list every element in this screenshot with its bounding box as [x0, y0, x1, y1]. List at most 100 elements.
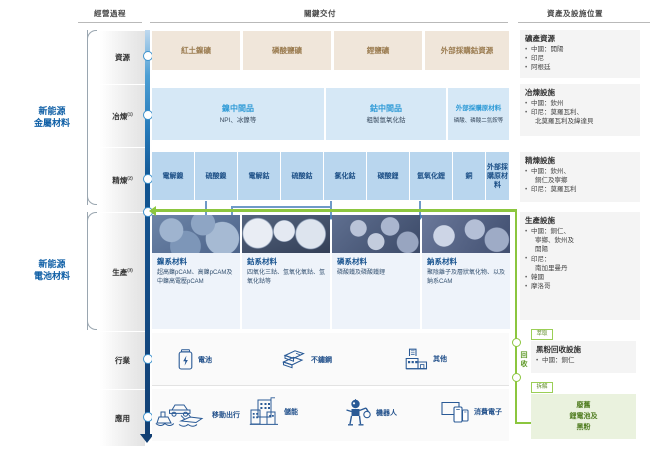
asset-panel-item: 印尼：	[525, 254, 635, 264]
application-item-mobility[interactable]: 移動出行	[155, 400, 240, 430]
recycle-tag-dismantle: 拆解	[531, 382, 553, 393]
smelting-box-sub: 磷酸、磷酸二氫銨等	[453, 117, 504, 124]
industry-item-others[interactable]: 其他	[405, 348, 447, 370]
mobility-icon	[155, 404, 204, 427]
refining-box-label: 氫氧化鋰	[417, 172, 445, 180]
asset-panel-item: 中國：欽州	[525, 98, 635, 108]
recycle-feed-bar	[155, 209, 515, 212]
stage-note-smelting: (1)	[127, 111, 133, 116]
group-brace-metal	[87, 30, 97, 205]
asset-panel-item: 印尼	[525, 54, 635, 63]
industry-item-battery[interactable]: 電池	[178, 349, 212, 370]
resource-box-external-cobalt: 外部採購鈷資源	[425, 31, 509, 70]
production-card-title: 磷系材料	[337, 257, 367, 266]
industry-item-stainless-steel[interactable]: 不鏽鋼	[282, 350, 332, 369]
flow-stem-2b	[230, 206, 331, 208]
flow-stem-1	[204, 201, 207, 215]
refining-box-label: 氯化鈷	[334, 172, 356, 180]
recycle-axis-label: 回 收	[519, 352, 529, 369]
recycle-panel-black-powder: 黑粉回收設施 中國：銅仁	[531, 341, 636, 373]
spine-node-smelting	[142, 110, 153, 120]
asset-panel-smelting-facilities: 冶煉設施 中國：欽州 印尼：莫羅瓦利、 北莫羅瓦利及緯達貝	[520, 84, 640, 136]
refining-box-lithium-hydroxide: 氫氧化鋰	[410, 152, 452, 200]
stage-note-production: (3)	[127, 267, 133, 272]
application-item-label: 移動出行	[212, 412, 240, 419]
group-label-battery: 新能源 電池材料	[20, 258, 84, 282]
industry-item-label: 不鏽鋼	[311, 356, 332, 364]
group-label-metal-line1: 新能源	[38, 106, 66, 116]
asset-panel-item: 南加里曼丹	[535, 264, 568, 272]
asset-panel-item: 北莫羅瓦利及緯達貝	[535, 118, 594, 126]
process-spine-lower	[145, 212, 150, 436]
application-item-consumer-electronics[interactable]: 消費電子	[441, 401, 502, 423]
asset-panel-item: 銅仁及寧鄉	[535, 177, 568, 185]
stage-label-resource: 資源	[115, 53, 130, 62]
refining-box-label: 銅	[465, 172, 473, 180]
asset-panel-title: 生產設施	[525, 216, 555, 225]
column-header-process: 經營過程	[94, 9, 126, 18]
industry-row	[152, 333, 509, 385]
production-card-title: 鈷系材料	[247, 257, 277, 266]
spine-node-resource	[142, 51, 153, 61]
refining-box-label: 碳酸鋰	[377, 172, 399, 180]
column-header-assets: 資產及設施位置	[547, 9, 603, 18]
application-item-robot[interactable]: 機器人	[345, 399, 397, 426]
application-item-energy-storage[interactable]: 儲能	[249, 397, 298, 426]
stage-cell-smelting: 冶煉(1)	[100, 84, 145, 147]
resource-box-laterite-nickel: 紅土鎳礦	[152, 31, 240, 70]
refining-box-nickel-sulphate: 硫酸鎳	[195, 152, 237, 200]
stage-cell-industry: 行業	[100, 331, 145, 389]
asset-panel-item: 韓國	[525, 273, 635, 282]
asset-panel-item: 中國：開陽	[525, 44, 635, 54]
group-label-battery-line1: 新能源	[38, 259, 66, 269]
refining-box-label: 硫酸鈷	[291, 172, 313, 180]
recycle-axis-label-line2: 收	[520, 360, 528, 368]
production-card-text: 超高鎳pCAM、高鎳pCAM及中鎳高電壓pCAM	[157, 270, 233, 285]
group-label-battery-line2: 電池材料	[33, 271, 70, 281]
resource-box-label: 鋰鹽礦	[366, 46, 390, 55]
steel-beam-icon	[282, 350, 305, 369]
production-card-text: 四氧化三鈷、氫氧化氧鈷、氫氧化鈷等	[247, 270, 326, 285]
group-label-metal: 新能源 金屬材料	[20, 105, 84, 129]
recycle-feedstock-line2: 鋰電池及	[569, 413, 598, 420]
refining-box-external-raw: 外部採購原材料	[486, 152, 509, 200]
recycle-panel-title: 黑粉回收設施	[536, 345, 581, 354]
recycle-tag-extract: 萃取	[531, 329, 553, 340]
recycle-node-extract	[511, 338, 521, 347]
smelting-box-sub: 粗製氫氧化鈷	[366, 116, 406, 124]
asset-panel-title: 精煉設施	[525, 156, 555, 165]
production-card-title: 鈉系材料	[427, 257, 457, 266]
smelting-box-title: 鈷中間品	[370, 103, 402, 113]
sodium-material-photo	[422, 215, 510, 253]
asset-panel-title: 冶煉設施	[525, 88, 555, 97]
cobalt-material-photo	[242, 215, 330, 253]
stage-label-refining: 精煉	[112, 175, 128, 185]
refining-box-label: 硫酸鎳	[205, 172, 227, 180]
resource-box-phosphate: 磷酸鹽礦	[243, 31, 331, 70]
spine-node-application	[142, 412, 153, 422]
asset-panel-item: 印尼：莫羅瓦利、	[525, 108, 635, 117]
refining-box-electrolytic-cobalt: 電解鈷	[238, 152, 280, 200]
asset-panel-item: 摩洛哥	[525, 282, 635, 291]
smelting-box-nickel-intermediate: 鎳中間品 NPI、冰鎳等	[152, 88, 324, 140]
refining-box-label: 外部採購原材料	[487, 163, 508, 189]
refining-box-cobalt-sulphate: 硫酸鈷	[281, 152, 323, 200]
stage-cell-production: 生產(3)	[100, 212, 145, 331]
stage-cell-application: 應用	[100, 389, 145, 446]
energy-storage-icon	[249, 397, 278, 425]
smelting-box-cobalt-intermediate: 鈷中間品 粗製氫氧化鈷	[326, 88, 446, 140]
column-rule-process	[78, 22, 142, 23]
application-item-label: 消費電子	[474, 409, 502, 416]
production-card-cobalt: 鈷系材料 四氧化三鈷、氫氧化氧鈷、氫氧化鈷等	[242, 215, 330, 329]
stage-label-application: 應用	[115, 413, 130, 423]
asset-panel-item: 中國：欽州、	[525, 166, 635, 176]
row-divider-industry-application	[152, 385, 509, 386]
process-spine-arrow	[140, 434, 154, 443]
recycle-feedstock-line1: 廢舊	[576, 402, 591, 409]
asset-panel-item: 中國：銅仁、	[525, 226, 635, 236]
refining-box-lithium-carbonate: 碳酸鋰	[367, 152, 409, 200]
production-card-text: 聚陰離子及層狀氧化物、以及鈉系CAM	[427, 270, 506, 285]
refining-box-cobalt-chloride: 氯化鈷	[324, 152, 366, 200]
recycle-panel-item: 中國：銅仁	[536, 355, 631, 365]
